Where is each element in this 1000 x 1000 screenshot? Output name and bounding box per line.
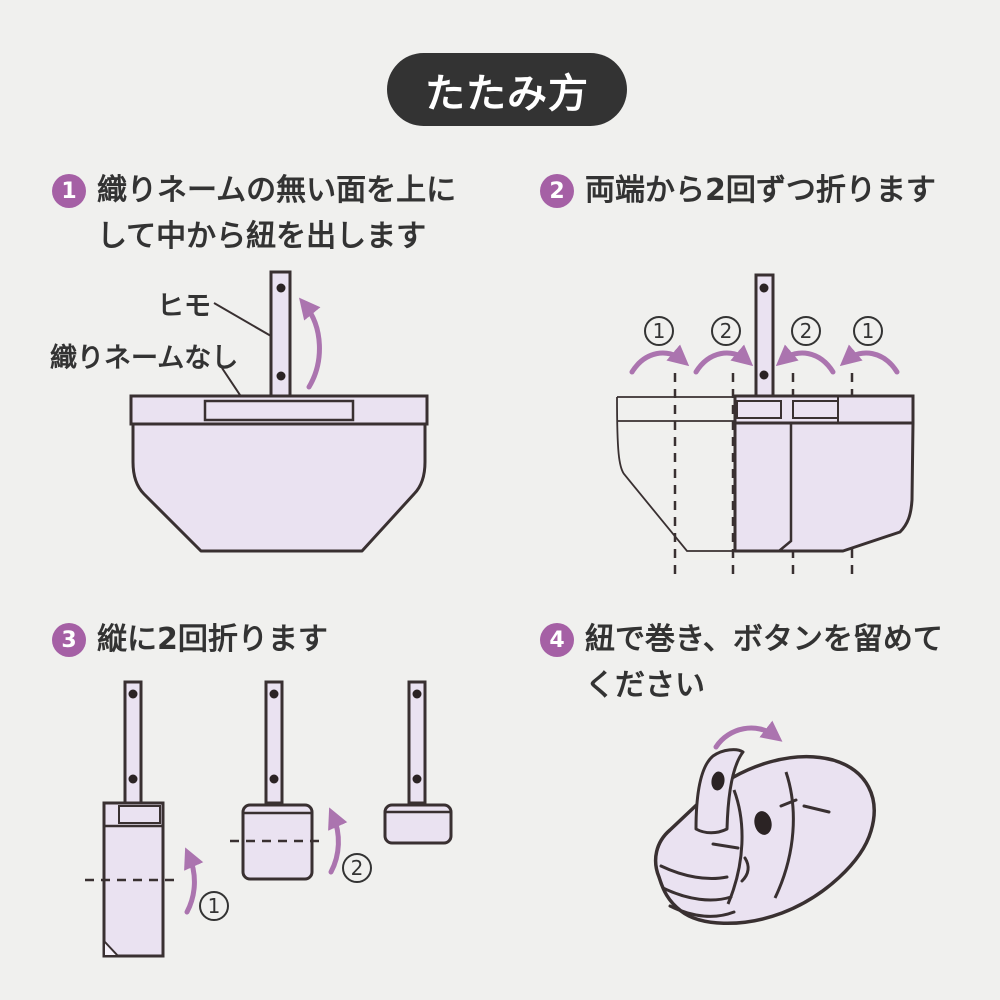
crease-mark	[779, 798, 798, 808]
strap-buttonhole-top	[759, 283, 769, 293]
strap-buttonhole-top	[276, 283, 286, 293]
step4-instruction: 紐で巻き、ボタンを留めて ください	[585, 617, 943, 709]
fold-arrow-left-1-icon	[839, 344, 900, 375]
step3-illustration: 1 2	[85, 680, 453, 958]
svg-text:1: 1	[653, 319, 666, 343]
pull-up-arrow-icon	[299, 297, 322, 390]
step4-line2: ください	[585, 668, 705, 703]
step3-line1: 縦に2回折ります	[97, 622, 328, 657]
step4-number-badge: 4	[540, 623, 574, 657]
strap-stage1	[123, 680, 143, 805]
wrap-band-right-edge	[773, 771, 795, 899]
strap-stage3	[407, 680, 427, 805]
step2-number-badge: 2	[540, 174, 574, 208]
band-button	[754, 811, 772, 835]
step1-header: 1 織りネームの無い面を上に して中から紐を出します	[52, 168, 456, 260]
corner-fold	[103, 938, 121, 957]
strap-hole	[128, 689, 138, 699]
strap-hole	[269, 689, 279, 699]
fold-edge-line	[778, 423, 793, 552]
crease-mark	[802, 804, 831, 814]
fold-order-1-right: 1	[853, 316, 883, 346]
step1-line2: して中から紐を出します	[97, 219, 427, 254]
channel-segment-right	[792, 400, 839, 419]
fold-order-step3-1: 1	[199, 891, 229, 921]
step3-header: 3 縦に2回折ります	[52, 617, 328, 663]
fold-arrow-right-1-icon	[629, 344, 690, 375]
step2-illustration: 1 2 2 1	[616, 273, 915, 575]
wrap-band-left-edge	[726, 789, 744, 905]
step2-header: 2 両端から2回ずつ折ります	[540, 168, 936, 214]
loose-strap-end	[694, 748, 745, 835]
svg-text:2: 2	[720, 319, 733, 343]
step3-number-badge: 3	[52, 623, 86, 657]
crease-mark	[711, 842, 740, 850]
label-string: ヒモ	[157, 291, 211, 322]
fold-up-arrow-1-icon	[184, 847, 204, 915]
strap-hole	[269, 774, 279, 784]
fold-arrow-left-2-icon	[775, 344, 836, 375]
folded-strip-stage3	[383, 803, 453, 845]
ghost-bag-side	[616, 396, 736, 552]
crease-mark	[740, 856, 750, 883]
fold-order-step3-2: 2	[342, 853, 372, 883]
bag-drawstring-channel	[203, 399, 355, 422]
step3-instruction: 縦に2回折ります	[97, 617, 328, 663]
step2-line1: 両端から2回ずつ折ります	[585, 173, 936, 208]
step4-illustration	[653, 720, 876, 926]
step1-instruction: 織りネームの無い面を上に して中から紐を出します	[97, 168, 456, 260]
fold-layer-line	[668, 904, 736, 918]
bag-body	[131, 422, 427, 553]
step4-header: 4 紐で巻き、ボタンを留めて ください	[540, 617, 943, 709]
fold-order-2-left: 2	[711, 316, 741, 346]
strip-channel-stage1	[118, 805, 161, 824]
strap-hole	[412, 774, 422, 784]
title-text: たたみ方	[425, 70, 589, 117]
fold-arrow-right-2-icon	[693, 344, 754, 375]
strap-buttonhole-bottom	[759, 370, 769, 380]
strap-stage2	[264, 680, 284, 805]
strap-buttonhole-bottom	[276, 371, 286, 381]
channel-segment-left	[736, 400, 782, 419]
wrap-arrow-icon	[713, 720, 783, 750]
svg-text:1: 1	[862, 319, 875, 343]
step1-number-badge: 1	[52, 174, 86, 208]
strap-button	[711, 771, 725, 791]
title-badge: たたみ方	[387, 53, 627, 126]
step2-instruction: 両端から2回ずつ折ります	[585, 168, 936, 214]
strap-hole	[128, 774, 138, 784]
fold-order-1-left: 1	[644, 316, 674, 346]
fold-layer-line	[659, 864, 729, 880]
strap-hole	[412, 689, 422, 699]
svg-text:1: 1	[208, 894, 221, 918]
svg-text:2: 2	[351, 856, 364, 880]
svg-text:2: 2	[800, 319, 813, 343]
fold-layer-line	[661, 886, 733, 902]
fold-up-arrow-2-icon	[328, 807, 348, 875]
step1-illustration	[129, 270, 429, 553]
label-no-woven-name: 織りネームなし	[50, 343, 239, 374]
fold-order-2-right: 2	[791, 316, 821, 346]
step4-line1: 紐で巻き、ボタンを留めて	[585, 622, 943, 657]
step1-line1: 織りネームの無い面を上に	[97, 173, 457, 208]
folded-bag-body	[733, 421, 915, 553]
string-pointer-line	[213, 302, 272, 337]
